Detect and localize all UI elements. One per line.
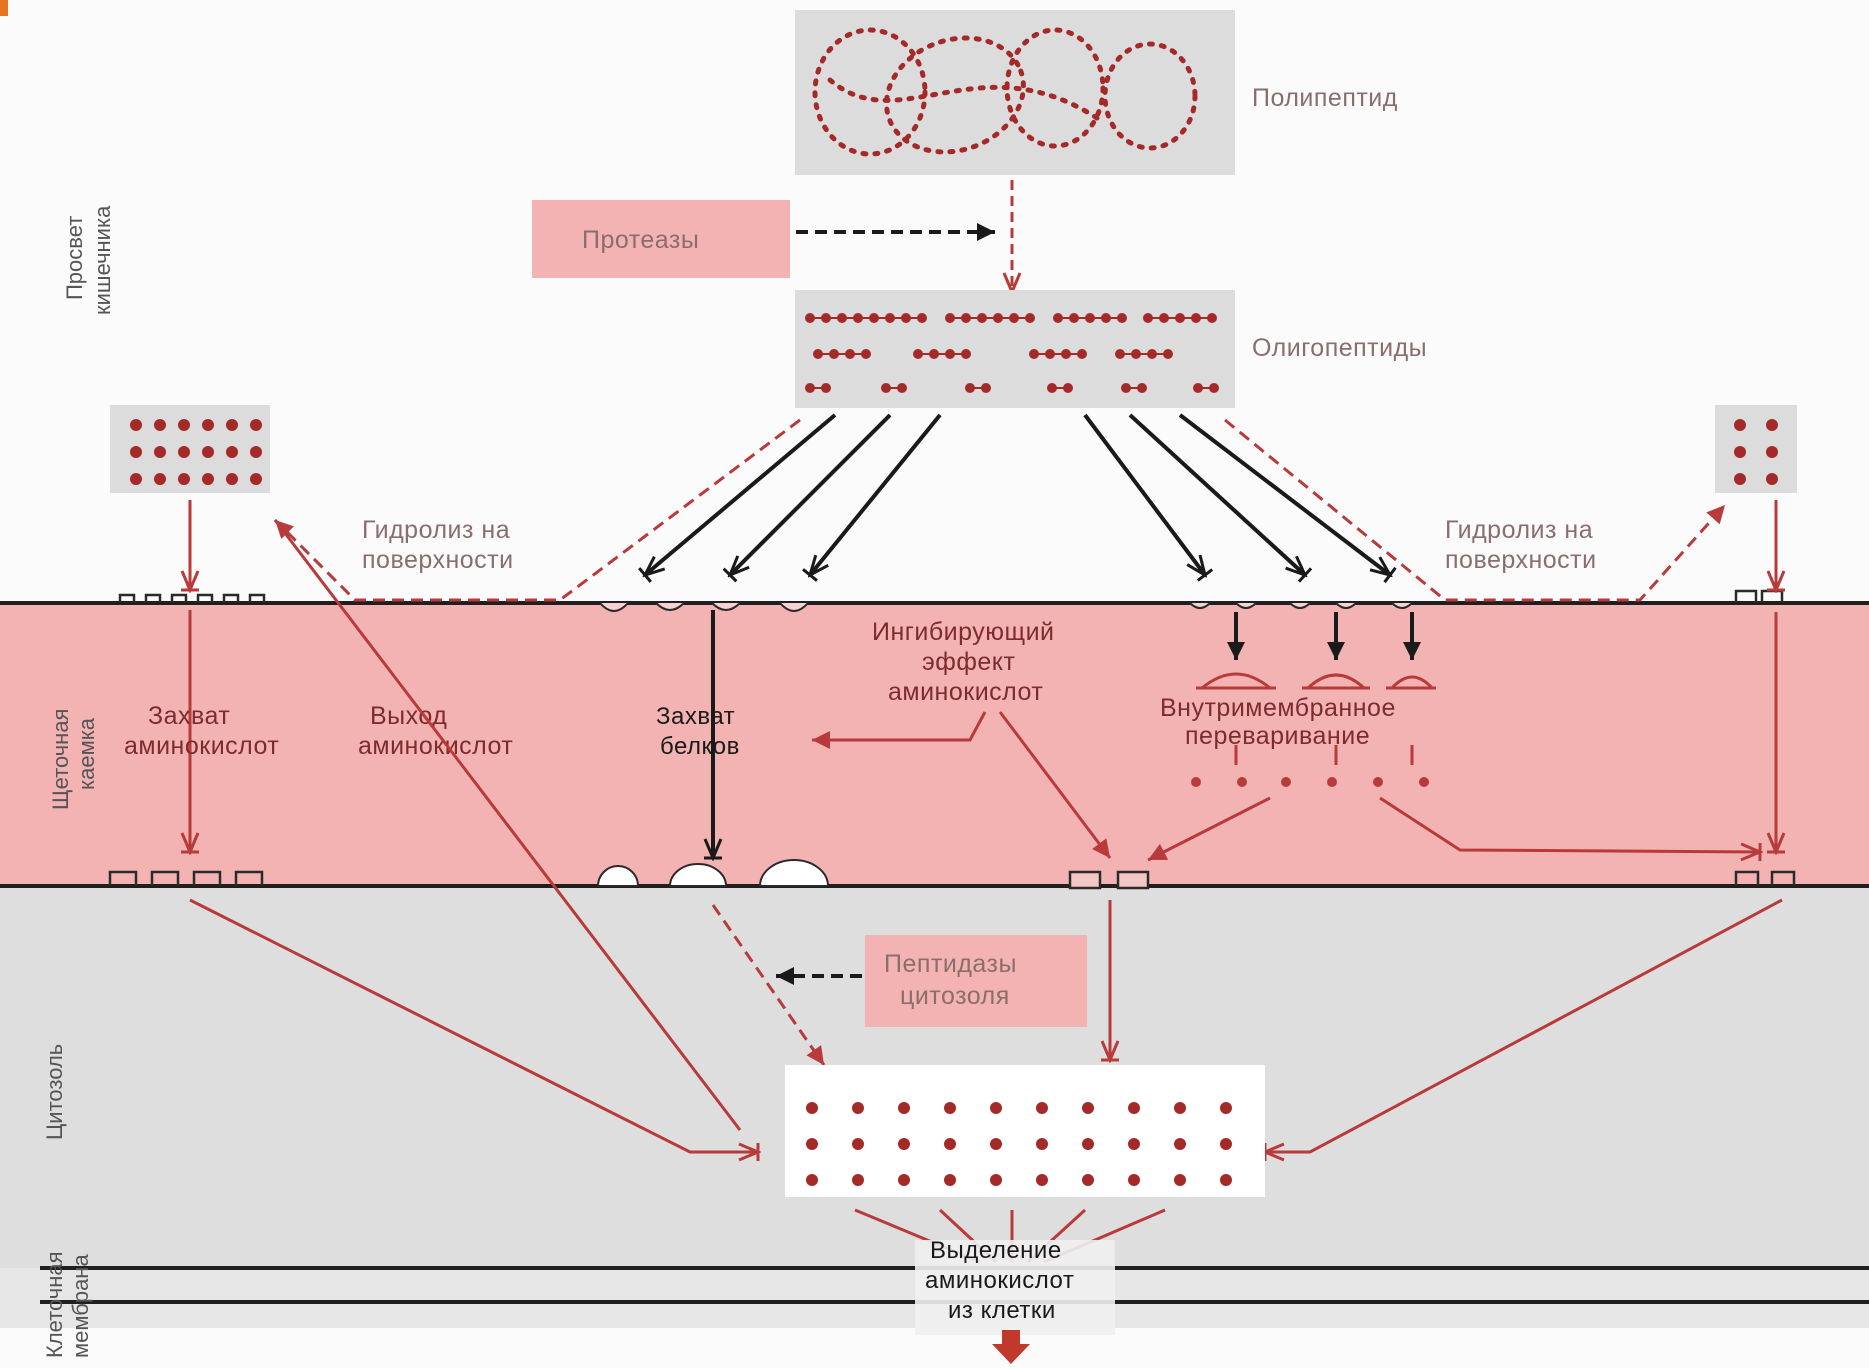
side-cell-membrane-2: мембрана: [68, 1254, 93, 1358]
amino-acid-box-right: [1715, 405, 1797, 493]
brush-border-band: [0, 603, 1869, 886]
release-label-backdrop: [915, 1240, 1115, 1335]
protein-uptake-line1: Захват: [656, 703, 735, 730]
intramembrane-line1: Внутримембранное: [1160, 694, 1396, 722]
protein-digestion-dashed-arrow: [711, 904, 826, 1066]
intramembrane-line2: переваривание: [1185, 722, 1370, 750]
intramembrane-products: [1191, 745, 1429, 787]
side-brush-1: Щеточная: [48, 709, 73, 810]
oligopeptides-box: [795, 290, 1235, 408]
proteases-label: Протеазы: [582, 226, 699, 254]
side-labels: Просвет кишечника Щеточная каемка Цитозо…: [42, 205, 115, 1358]
surface-hydrolysis-left-line2: поверхности: [362, 546, 514, 574]
side-cell-membrane-1: Клеточная: [42, 1252, 67, 1359]
corner-mark: [0, 0, 8, 16]
oligopeptides-label: Олигопептиды: [1252, 334, 1427, 362]
intramembrane-arrows: [1227, 612, 1421, 660]
aa-exit-arrow: [273, 519, 742, 1131]
cytosol-arrows: [189, 898, 1783, 1152]
aa-exit-line2: аминокислот: [358, 732, 513, 760]
cytosol-peptidases-line1: Пептидазы: [884, 950, 1017, 978]
aa-exit-line1: Выход: [370, 702, 447, 730]
basal-vesicles: [596, 859, 830, 887]
release-out-arrow: [992, 1330, 1030, 1364]
polypeptide-box: [795, 10, 1235, 175]
side-lumen-2: кишечника: [90, 205, 115, 315]
amino-acid-pool: [785, 1065, 1265, 1197]
protein-uptake-line2: белков: [660, 733, 740, 760]
basal-transporters: [108, 870, 1796, 890]
proteases-box: Протеазы: [532, 200, 790, 278]
polypeptide-label: Полипептид: [1252, 84, 1398, 112]
brush-border-red-arrows: [812, 711, 1760, 862]
surface-hydrolysis-dashed: [273, 418, 1727, 602]
amino-acid-box-left: [110, 405, 270, 493]
surface-hydrolysis-left-line1: Гидролиз на: [362, 516, 510, 544]
cytosol-peptidases-box: Пептидазы цитозоля: [865, 935, 1087, 1027]
oligopeptide-arrows: [645, 413, 1390, 575]
apical-dimples: [599, 602, 1413, 612]
aa-uptake-line2: аминокислот: [124, 732, 279, 760]
aa-release-line3: из клетки: [948, 1297, 1056, 1324]
aa-release-line2: аминокислот: [925, 1267, 1074, 1294]
side-cytosol: Цитозоль: [42, 1044, 67, 1140]
side-lumen-1: Просвет: [62, 216, 87, 300]
inhibitory-line2: эффект: [922, 648, 1016, 676]
aa-uptake-line1: Захват: [148, 702, 230, 730]
side-brush-2: каемка: [74, 717, 99, 790]
inhibitory-line3: аминокислот: [888, 678, 1043, 706]
intramembrane-domes: [1196, 672, 1436, 690]
surface-hydrolysis-right-line1: Гидролиз на: [1445, 516, 1593, 544]
aa-release-line1: Выделение: [930, 1237, 1062, 1264]
aa-uptake-arrows: [190, 500, 1776, 852]
inhibitory-line1: Ингибирующий: [872, 618, 1055, 646]
surface-hydrolysis-right-line2: поверхности: [1445, 546, 1597, 574]
cytosol-peptidases-line2: цитозоля: [900, 982, 1010, 1010]
